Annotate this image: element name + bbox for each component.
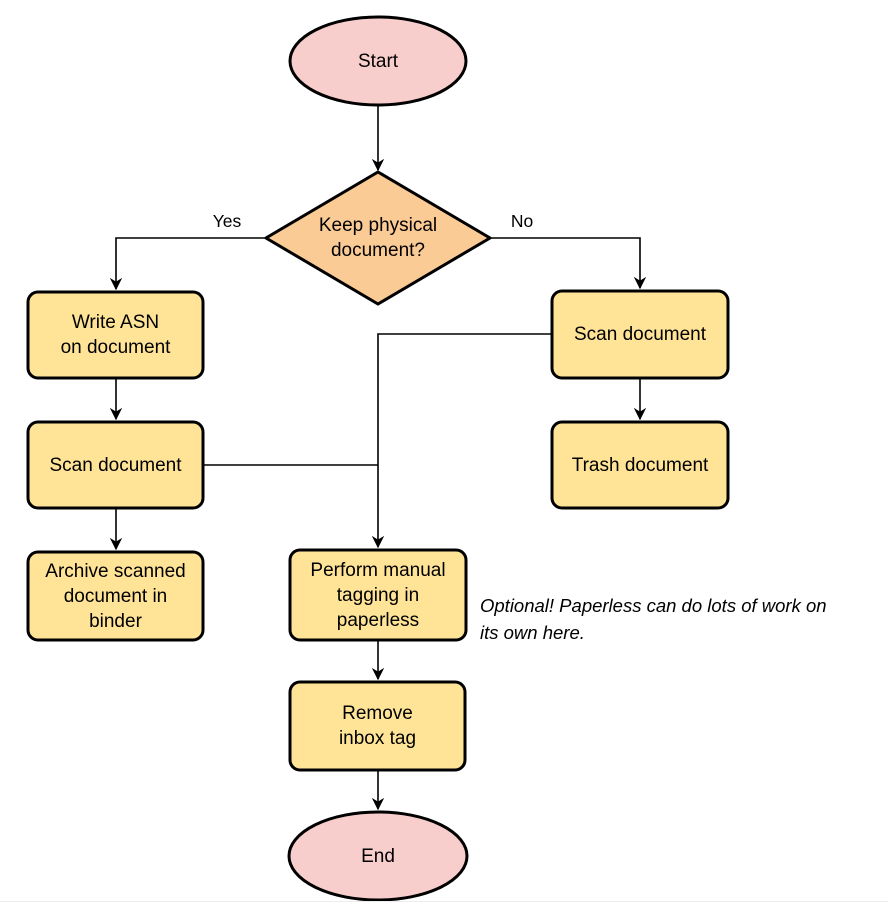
- edge-decision-no: [492, 237, 647, 290]
- edge-decision-yes: [109, 237, 264, 291]
- end-terminator-shape: [287, 810, 469, 902]
- remove-inbox-tag-shape: [288, 680, 467, 772]
- decision-diamond-shape: [263, 170, 493, 306]
- write-asn-shape: [26, 290, 205, 380]
- start-terminator-shape: [288, 15, 468, 107]
- scan-document-left-shape: [26, 420, 205, 510]
- manual-tagging-shape: [288, 548, 468, 642]
- scan-document-right-shape: [550, 289, 730, 380]
- trash-document-shape: [550, 420, 730, 510]
- optional-note: Optional! Paperless can do lots of work …: [480, 595, 827, 643]
- edge-scanright-to-tagging: [371, 333, 552, 549]
- bottom-divider: [0, 901, 888, 902]
- archive-binder-shape: [26, 550, 205, 642]
